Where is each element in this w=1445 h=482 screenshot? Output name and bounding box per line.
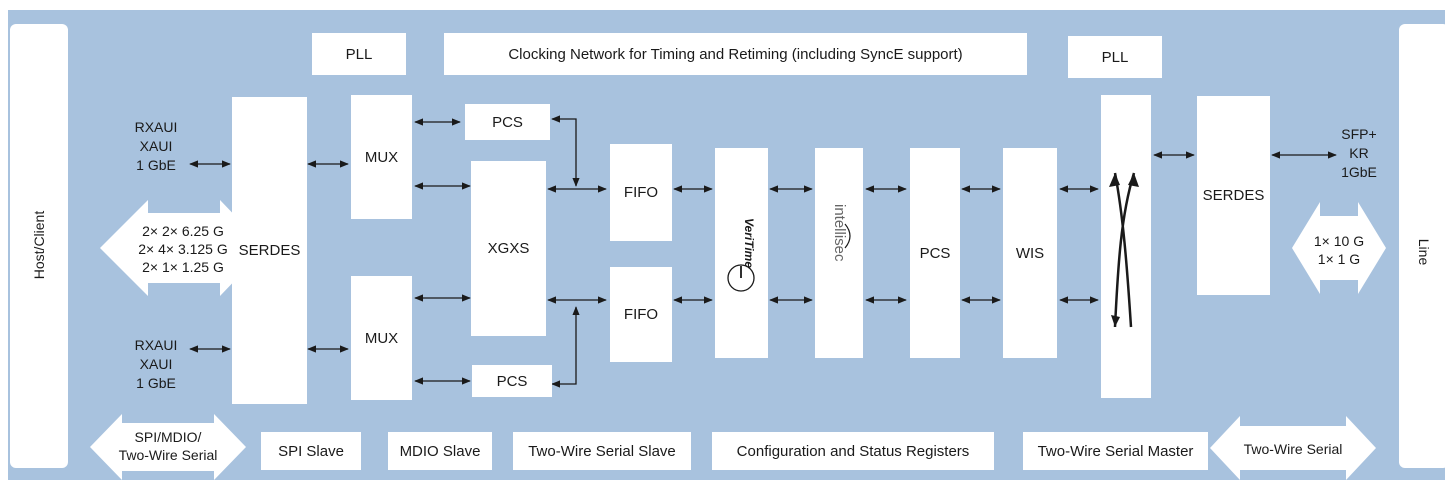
host-client-panel (10, 24, 68, 468)
config-status-registers-box: Configuration and Status Registers (712, 432, 994, 470)
spi-mdio-label-line-1: SPI/MDIO/ (134, 429, 202, 445)
arrow-pcs-top-to-fifo (551, 115, 580, 187)
intellisec-box: intellisec (815, 148, 863, 358)
crossover-icon (1109, 172, 1139, 328)
host-rates: 2× 2× 6.25 G 2× 4× 3.125 G 2× 1× 1.25 G (133, 222, 233, 276)
line-rate-double-arrow (1292, 202, 1386, 294)
pcs-line-box: PCS (910, 148, 960, 358)
switch-box (1101, 95, 1151, 398)
spi-slave-box: SPI Slave (261, 432, 361, 470)
serdes-host-box: SERDES (232, 97, 307, 404)
wis-box: WIS (1003, 148, 1057, 358)
arrow-pcs-bottom-to-fifo (551, 306, 580, 388)
spi-mdio-double-arrow (90, 414, 246, 480)
spi-mdio-label-line-2: Two-Wire Serial (118, 447, 218, 463)
two-wire-serial-slave-box: Two-Wire Serial Slave (513, 432, 691, 470)
fifo-bottom-box: FIFO (610, 267, 672, 362)
two-wire-serial-arrow-label: Two-Wire Serial (1243, 441, 1343, 457)
pcs-bottom-box: PCS (472, 365, 552, 397)
host-bottom-interface-3: 1 GbE (136, 375, 176, 391)
veritime-box: VeriTime (715, 148, 768, 358)
mux-bottom-box: MUX (351, 276, 412, 400)
xgxs-box: XGXS (471, 161, 546, 336)
line-rate-1: 1× 10 G (1313, 233, 1365, 249)
intellisec-logo: intellisec (831, 204, 851, 262)
host-top-interface-1: RXAUI (134, 119, 178, 135)
mdio-slave-box: MDIO Slave (388, 432, 492, 470)
host-bottom-interfaces: RXAUI XAUI 1 GbE (128, 336, 184, 393)
clocking-network-box: Clocking Network for Timing and Retiming… (444, 33, 1027, 75)
host-rate-double-arrow (100, 200, 266, 296)
spi-mdio-arrow-label: SPI/MDIO/ Two-Wire Serial (113, 428, 223, 464)
intellisec-logo-text: intellisec (831, 204, 848, 262)
host-bottom-interface-1: RXAUI (134, 337, 178, 353)
pll-left-box: PLL (312, 33, 406, 75)
pll-right-box: PLL (1068, 36, 1162, 78)
host-rate-1: 2× 2× 6.25 G (142, 223, 224, 239)
line-interface-2: KR (1349, 145, 1369, 161)
serdes-line-box: SERDES (1197, 96, 1270, 295)
fifo-top-box: FIFO (610, 144, 672, 241)
host-top-interfaces: RXAUI XAUI 1 GbE (128, 118, 184, 175)
line-interface-3: 1GbE (1341, 164, 1377, 180)
host-bottom-interface-2: XAUI (139, 356, 173, 372)
veritime-logo-text: VeriTime (742, 218, 756, 268)
line-panel (1399, 24, 1445, 468)
host-top-interface-3: 1 GbE (136, 157, 176, 173)
host-rate-3: 2× 1× 1.25 G (142, 259, 224, 275)
line-interface-1: SFP+ (1341, 126, 1377, 142)
pcs-top-box: PCS (465, 104, 550, 140)
line-rates: 1× 10 G 1× 1 G (1308, 232, 1370, 268)
line-interfaces: SFP+ KR 1GbE (1334, 125, 1384, 182)
host-rate-2: 2× 4× 3.125 G (138, 241, 228, 257)
veritime-logo: VeriTime (727, 218, 756, 292)
line-rate-2: 1× 1 G (1317, 251, 1361, 267)
host-top-interface-2: XAUI (139, 138, 173, 154)
two-wire-serial-master-box: Two-Wire Serial Master (1023, 432, 1208, 470)
mux-top-box: MUX (351, 95, 412, 219)
two-wire-serial-double-arrow (1210, 416, 1376, 480)
